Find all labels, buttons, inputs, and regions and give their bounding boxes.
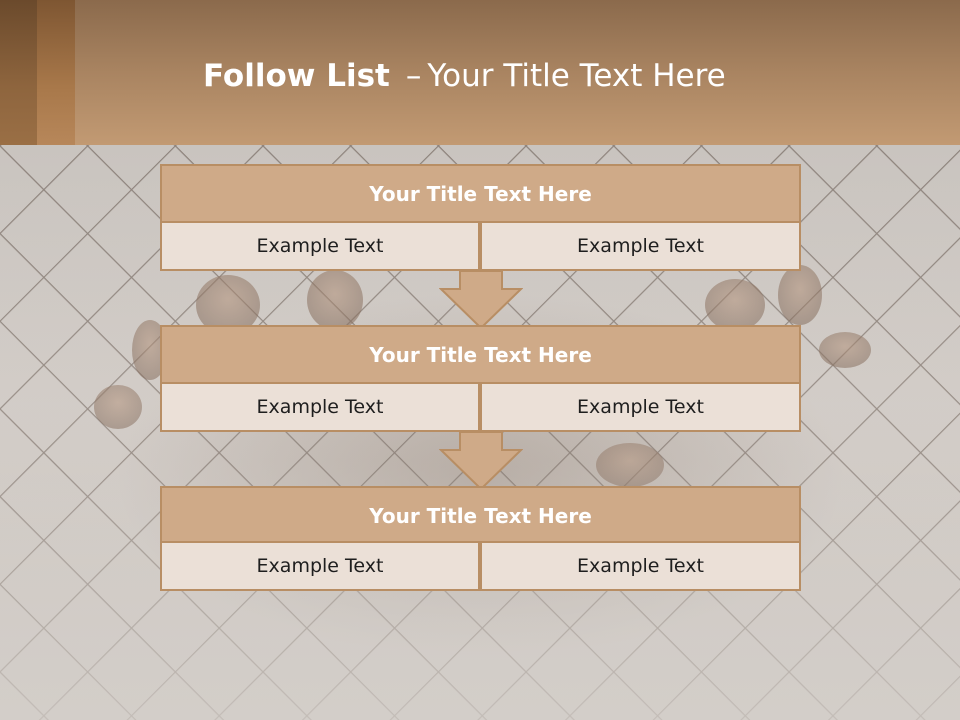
block-title: Your Title Text Here: [160, 486, 801, 545]
block-title: Your Title Text Here: [160, 164, 801, 223]
block-cell-left: Example Text: [160, 541, 480, 591]
slide-title-dash: –: [405, 58, 422, 94]
block-cell-right: Example Text: [480, 221, 801, 271]
header-stripe-light: [37, 0, 75, 145]
slide-title: Follow List–Your Title Text Here: [203, 52, 923, 100]
slide-title-bold: Follow List: [203, 58, 390, 94]
block-cell-left: Example Text: [160, 221, 480, 271]
block-title: Your Title Text Here: [160, 325, 801, 384]
header-stripe-dark: [0, 0, 37, 145]
down-arrow-icon: [439, 270, 523, 330]
block-cell-right: Example Text: [480, 541, 801, 591]
down-arrow-icon: [439, 431, 523, 491]
block-cell-right: Example Text: [480, 382, 801, 432]
block-cell-left: Example Text: [160, 382, 480, 432]
header-band: [0, 0, 960, 145]
slide-title-rest: Your Title Text Here: [427, 58, 726, 94]
